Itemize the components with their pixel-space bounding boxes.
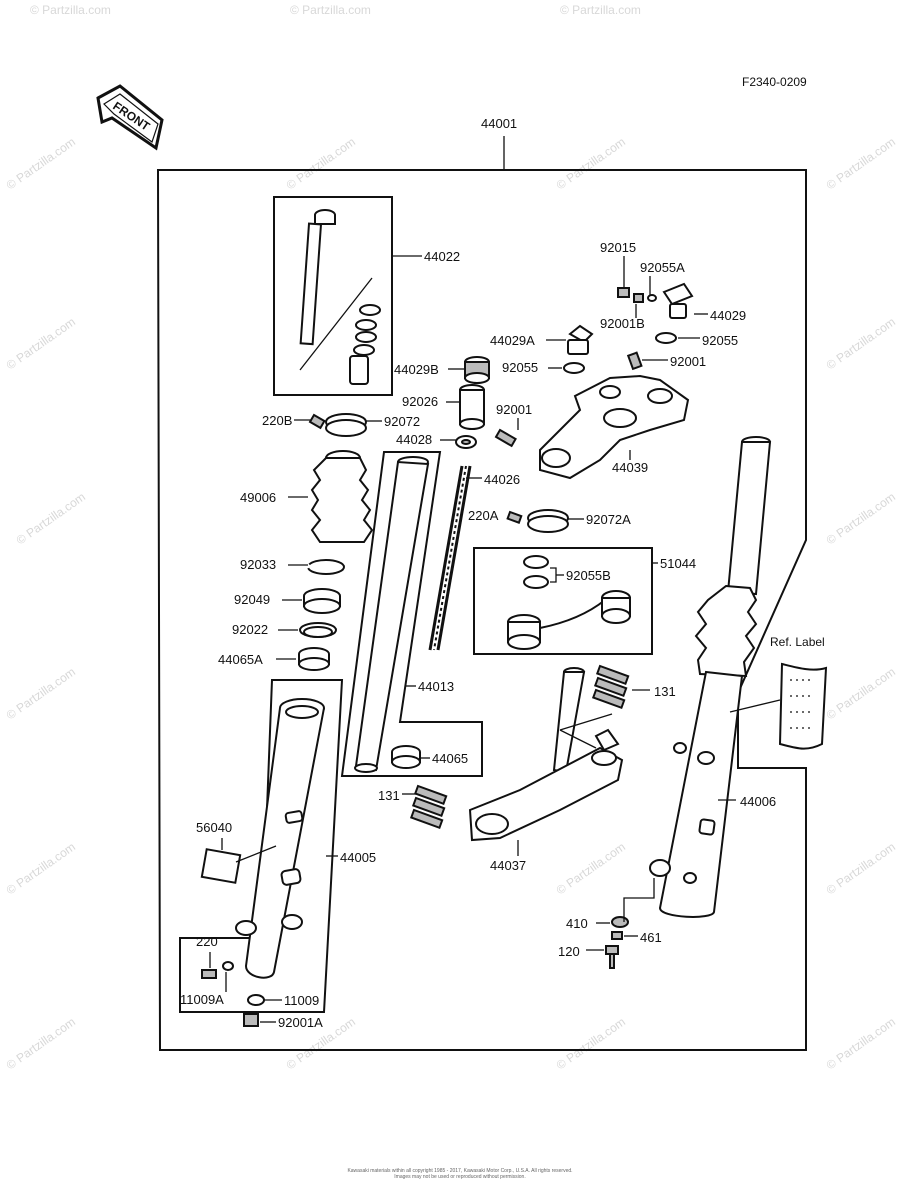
- oil-seal-92055B-part: [523, 555, 549, 589]
- part-label-92055B: 92055B: [566, 568, 611, 583]
- part-label-44037: 44037: [490, 858, 526, 873]
- part-label-92001A: 92001A: [278, 1015, 323, 1030]
- damper-rod-part: [299, 209, 381, 385]
- outer-tube-44005-part: [235, 698, 325, 979]
- part-label-220A: 220A: [468, 508, 499, 523]
- part-label-92001B: 92001B: [600, 316, 645, 331]
- right-fork-44006-part: [649, 436, 772, 918]
- clamp-92072-part: [325, 413, 367, 437]
- figure-code: F2340-0209: [742, 75, 807, 89]
- part-label-44006: 44006: [740, 794, 776, 809]
- part-label-44029: 44029: [710, 308, 746, 323]
- watermark: © Partzilla.com: [824, 840, 898, 898]
- box-44022: [273, 196, 393, 396]
- watermark: © Partzilla.com: [4, 1015, 78, 1073]
- watermark: © Partzilla.com: [4, 840, 78, 898]
- assembly-outline: [156, 169, 807, 1051]
- cap-bolt-parts: [617, 282, 694, 319]
- part-label-56040: 56040: [196, 820, 232, 835]
- watermark: © Partzilla.com: [554, 135, 628, 193]
- part-label-92055A: 92055A: [640, 260, 685, 275]
- oil-seal-92049-part: [303, 588, 341, 614]
- part-label-92072A: 92072A: [586, 512, 631, 527]
- part-label-44065A: 44065A: [218, 652, 263, 667]
- part-label-11009: 11009: [284, 993, 319, 1008]
- part-label-92001: 92001: [670, 354, 706, 369]
- part-label-44028: 44028: [396, 432, 432, 447]
- part-label-49006: 49006: [240, 490, 276, 505]
- spring-seat-44029B-part: [464, 356, 490, 384]
- clamp-92072A-part: [527, 509, 569, 533]
- upper-bracket-44039-part: [539, 374, 690, 480]
- pinch-bolts-lower-part: [409, 784, 448, 830]
- watermark: © Partzilla.com: [14, 490, 88, 548]
- fork-spring-44026-part: [428, 465, 472, 651]
- bushing-44065A-part: [298, 647, 330, 671]
- reference-label-icon: [778, 662, 828, 750]
- part-label-92055-left: 92055: [502, 360, 538, 375]
- watermark: © Partzilla.com: [30, 3, 111, 17]
- part-label-51044: 51044: [660, 556, 696, 571]
- copyright-line: Kawasaki materials within all copyright …: [347, 1168, 573, 1174]
- part-label-11009A: 11009A: [180, 992, 224, 1007]
- box-44013: [340, 451, 483, 777]
- steering-stem-44037-part: [468, 667, 624, 842]
- watermark: © Partzilla.com: [290, 3, 371, 17]
- bushing-44065-part: [391, 745, 421, 769]
- watermark: © Partzilla.com: [824, 490, 898, 548]
- warning-label-56040-icon: [200, 848, 242, 884]
- part-label-44065: 44065: [432, 751, 468, 766]
- tool-51044-part: [507, 590, 631, 650]
- part-label-44022: 44022: [424, 249, 460, 264]
- part-label-220B: 220B: [262, 413, 292, 428]
- spacer-92026-part: [459, 384, 485, 430]
- part-label-120: 120: [558, 944, 580, 959]
- part-label-44039: 44039: [612, 460, 648, 475]
- part-label-92055: 92055: [702, 333, 738, 348]
- watermark: © Partzilla.com: [284, 135, 358, 193]
- part-label-92015: 92015: [600, 240, 636, 255]
- part-label-410: 410: [566, 916, 588, 931]
- watermark: © Partzilla.com: [560, 3, 641, 17]
- pinch-bolts-upper-part: [591, 664, 630, 710]
- part-label-92049: 92049: [234, 592, 270, 607]
- part-label-92072: 92072: [384, 414, 420, 429]
- part-label-131-lower: 131: [378, 788, 400, 803]
- part-label-44026: 44026: [484, 472, 520, 487]
- part-label-92026: 92026: [402, 394, 438, 409]
- watermark: © Partzilla.com: [824, 135, 898, 193]
- watermark: © Partzilla.com: [4, 135, 78, 193]
- watermark: © Partzilla.com: [824, 315, 898, 373]
- part-label-44029A: 44029A: [490, 333, 535, 348]
- dust-boot-49006-part: [310, 450, 374, 543]
- part-label-44029B: 44029B: [394, 362, 439, 377]
- part-label-44013: 44013: [418, 679, 454, 694]
- part-label-461: 461: [640, 930, 662, 945]
- part-label-44005: 44005: [340, 850, 376, 865]
- box-51044: [473, 547, 653, 655]
- watermark: © Partzilla.com: [4, 315, 78, 373]
- copyright-line: Images may not be used or reproduced wit…: [394, 1174, 526, 1180]
- watermark: © Partzilla.com: [554, 840, 628, 898]
- watermark: © Partzilla.com: [554, 1015, 628, 1073]
- part-label-220: 220: [196, 934, 218, 949]
- inner-tube-44013-part: [354, 456, 430, 773]
- watermark: © Partzilla.com: [4, 665, 78, 723]
- part-label-92033: 92033: [240, 557, 276, 572]
- cap-44029A-part: [567, 324, 594, 355]
- axle-bolt-120-part: [605, 945, 619, 969]
- part-label-92001-mid: 92001: [496, 402, 532, 417]
- part-label-44001: 44001: [481, 116, 517, 131]
- copyright-notice: Kawasaki materials within all copyright …: [300, 1168, 620, 1180]
- ref-label-title: Ref. Label: [770, 635, 825, 649]
- watermark: © Partzilla.com: [824, 665, 898, 723]
- part-label-131-upper: 131: [654, 684, 676, 699]
- part-label-92022: 92022: [232, 622, 268, 637]
- watermark: © Partzilla.com: [824, 1015, 898, 1073]
- front-arrow-icon: FRONT: [96, 84, 164, 151]
